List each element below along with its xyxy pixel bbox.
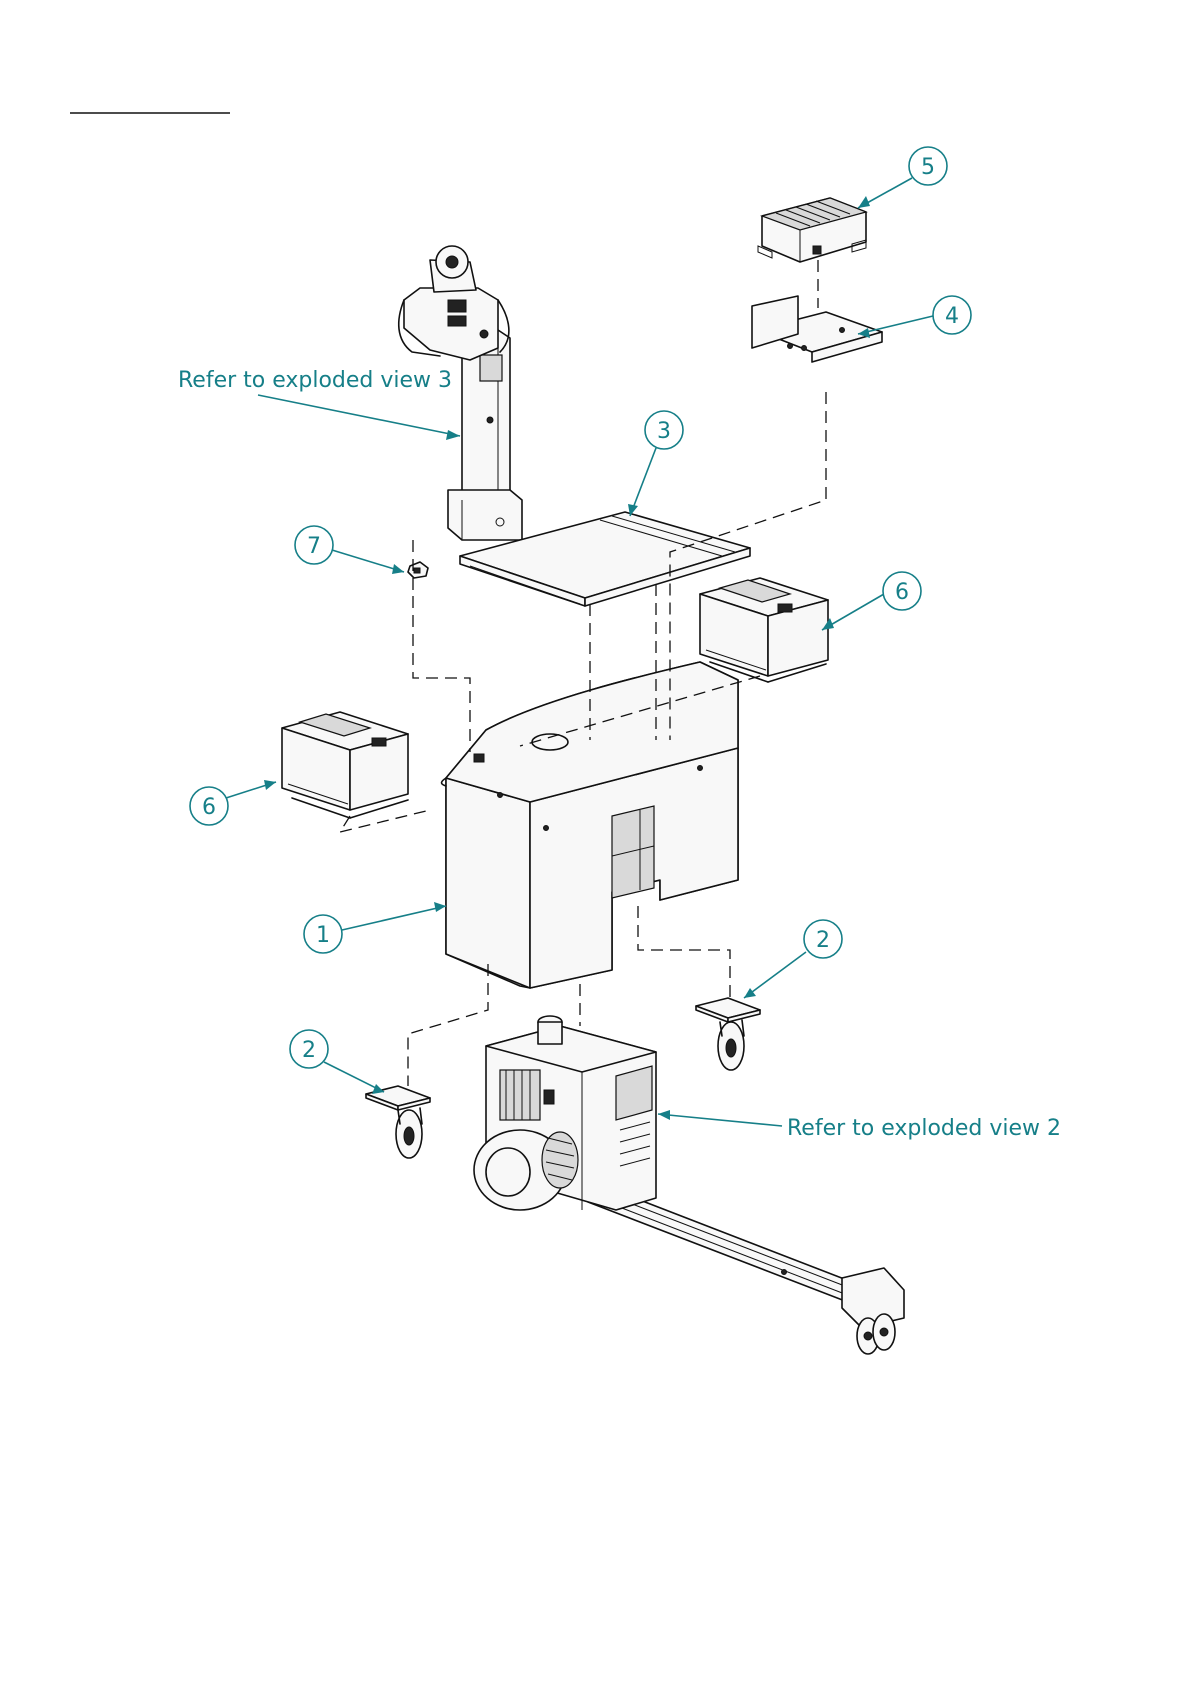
callout-label-3: 3: [657, 419, 671, 444]
tiller-handle-assembly: [399, 246, 522, 540]
reference-text-view-2: Refer to exploded view 2: [787, 1116, 1061, 1141]
callout-label-7: 7: [307, 534, 321, 559]
callout-2-right: 2: [744, 920, 842, 998]
battery-right-part-6: [700, 578, 828, 682]
reference-exploded-view-2: Refer to exploded view 2: [658, 1110, 1061, 1141]
callout-6-right: 6: [822, 572, 921, 630]
callout-6-left: 6: [190, 780, 276, 825]
castor-wheel-right-part-2: [696, 998, 760, 1070]
battery-left-part-6: [282, 712, 408, 818]
reference-exploded-view-3: Refer to exploded view 3: [178, 368, 460, 440]
callout-label-4: 4: [945, 304, 959, 329]
callout-1: 1: [304, 902, 446, 953]
callout-5: 5: [858, 147, 947, 208]
callout-label-6-left: 6: [202, 795, 216, 820]
callout-7: 7: [295, 526, 404, 574]
bracket-part-4: [752, 296, 882, 362]
callout-2-left: 2: [290, 1030, 384, 1094]
reference-text-view-3: Refer to exploded view 3: [178, 368, 452, 393]
castor-wheel-left-part-2: [366, 1086, 430, 1158]
callout-label-2-right: 2: [816, 928, 830, 953]
callout-3: 3: [628, 411, 683, 516]
fastener-part-7: [408, 562, 428, 578]
callout-label-1: 1: [316, 923, 330, 948]
drive-unit-assembly: [474, 1016, 904, 1354]
callout-label-6-right: 6: [895, 580, 909, 605]
callout-label-2-left: 2: [302, 1038, 316, 1063]
callout-label-5: 5: [921, 155, 935, 180]
charger-part-5: [758, 198, 866, 262]
